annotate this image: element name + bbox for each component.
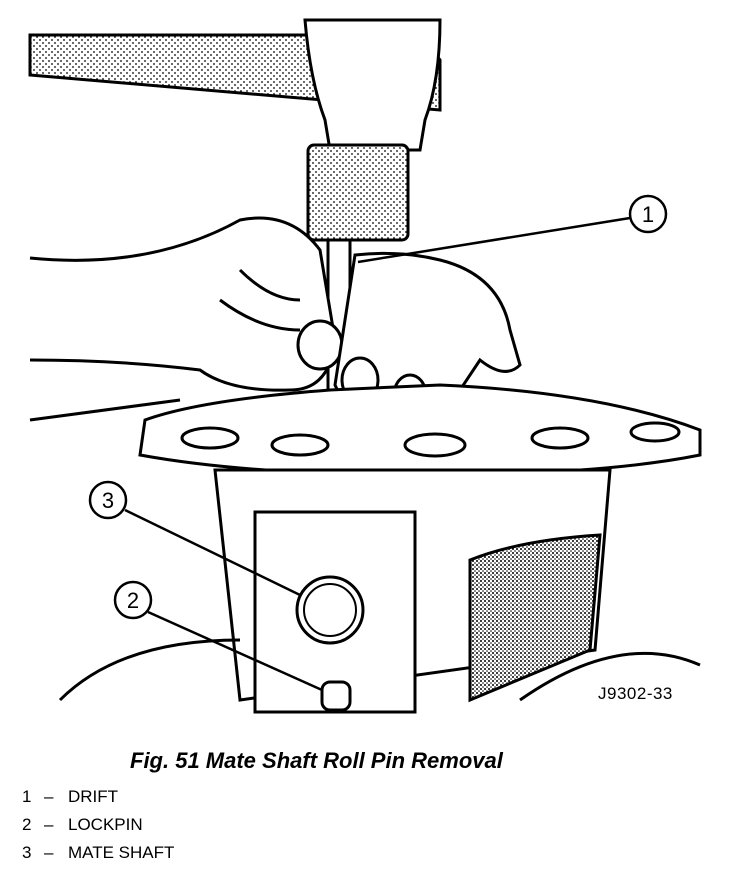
callout-circle-3 xyxy=(88,480,128,520)
callout-circle-1 xyxy=(628,194,668,234)
legend-dash: – xyxy=(44,787,54,806)
lockpin xyxy=(320,680,352,712)
figure-code: J9302-33 xyxy=(598,684,673,703)
callout-2: 2 xyxy=(113,580,323,692)
callout-circle-2 xyxy=(113,580,153,620)
legend-label: LOCKPIN xyxy=(68,815,143,834)
forearm-line xyxy=(29,398,181,422)
legend-item: 3–MATE SHAFT xyxy=(22,842,174,870)
legend-dash: – xyxy=(44,843,54,862)
legend-label: MATE SHAFT xyxy=(68,843,175,862)
leader-line-1 xyxy=(357,216,631,264)
legend-item: 2–LOCKPIN xyxy=(22,814,174,842)
legend-dash: – xyxy=(44,815,54,834)
callout-number-2: 2 xyxy=(127,588,139,613)
callout-3: 3 xyxy=(88,480,301,597)
mate-shaft xyxy=(295,575,365,645)
left-hand xyxy=(29,216,344,392)
legend-item: 1–DRIFT xyxy=(22,786,174,814)
callout-legend: 1–DRIFT 2–LOCKPIN 3–MATE SHAFT xyxy=(22,786,174,870)
housing-flange xyxy=(138,383,702,477)
leader-line-2 xyxy=(147,610,323,692)
legend-label: DRIFT xyxy=(68,787,119,806)
hammer xyxy=(303,18,442,242)
figure-caption: Fig. 51 Mate Shaft Roll Pin Removal xyxy=(130,748,503,773)
drawing: 1 3 2 xyxy=(28,18,702,714)
leader-line-3 xyxy=(124,508,301,597)
callout-number-1: 1 xyxy=(642,202,654,227)
housing-body xyxy=(213,468,612,714)
legend-number: 2 xyxy=(22,815,32,834)
legend-number: 3 xyxy=(22,843,32,862)
legend-number: 1 xyxy=(22,787,32,806)
callout-number-3: 3 xyxy=(102,488,114,513)
callout-1: 1 xyxy=(357,194,668,264)
